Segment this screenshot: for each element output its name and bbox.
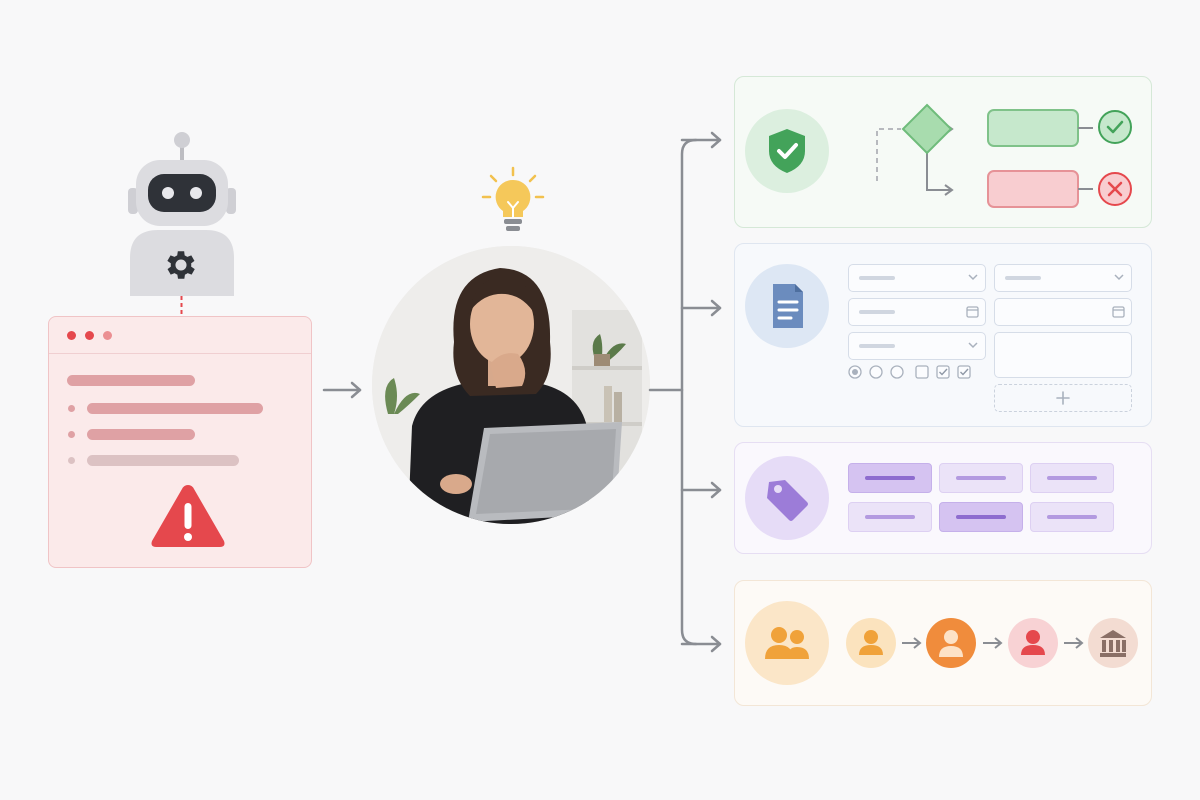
flow-arrow [322,380,364,400]
bank-icon [1087,617,1139,669]
text-line [87,455,239,466]
tag-chip[interactable] [1030,463,1114,493]
chevron-down-icon [967,339,979,351]
shield-check-icon [745,109,829,193]
chain-arrow [901,635,923,651]
user-avatar-icon [845,617,897,669]
chevron-down-icon [967,271,979,283]
alert-window [48,316,312,568]
radio-button [890,365,904,379]
tag-chip[interactable] [939,502,1023,532]
user-avatar-icon [1007,617,1059,669]
checkbox [915,365,929,379]
window-dot-maximize[interactable] [103,331,112,340]
window-dot-minimize[interactable] [85,331,94,340]
warning-triangle-icon [149,481,227,551]
check-icon [1097,109,1133,145]
select-field[interactable] [994,264,1132,292]
robot-connector-line [180,296,183,318]
tag-chip[interactable] [1030,502,1114,532]
plus-icon [1056,391,1070,405]
add-field-button[interactable] [994,384,1132,412]
document-icon [745,264,829,348]
date-field[interactable] [848,298,986,326]
window-dot-close[interactable] [67,331,76,340]
checkbox [936,365,950,379]
tag-chip[interactable] [848,463,932,493]
person-with-laptop-photo [372,246,650,524]
checkbox [957,365,971,379]
cross-icon [1097,171,1133,207]
branch-connectors [648,128,728,658]
tags-panel [734,442,1152,554]
user-avatar-icon [925,617,977,669]
textarea-field[interactable] [994,332,1132,378]
flow-diagram [871,97,1141,213]
bullet-dot [68,431,75,438]
gear-icon [162,246,200,284]
users-group-icon [745,601,829,685]
robot-icon [128,130,236,296]
radio-button [869,365,883,379]
bullet-dot [68,457,75,464]
text-line [87,429,195,440]
select-field[interactable] [848,264,986,292]
approval-chain-panel [734,580,1152,706]
checkbox-group [914,364,978,380]
text-line [87,403,263,414]
lightbulb-icon [478,164,548,236]
chain-arrow [982,635,1004,651]
chevron-down-icon [1113,271,1125,283]
chain-arrow [1063,635,1085,651]
date-field[interactable] [994,298,1132,326]
bullet-dot [68,405,75,412]
form-panel [734,243,1152,427]
text-line-heading [67,375,195,386]
tag-icon [745,456,829,540]
alert-window-titlebar [49,317,311,354]
tag-chip[interactable] [939,463,1023,493]
calendar-icon [1112,305,1125,318]
select-field[interactable] [848,332,986,360]
tag-chip[interactable] [848,502,932,532]
decision-flow-panel [734,76,1152,228]
calendar-icon [966,305,979,318]
radio-group [848,364,908,380]
